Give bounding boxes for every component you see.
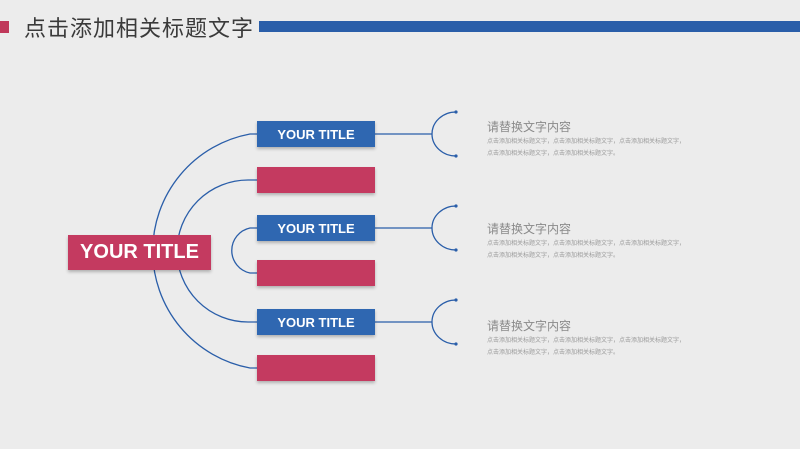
header-accent-square xyxy=(0,21,9,33)
main-title-box: YOUR TITLE xyxy=(68,235,211,270)
bracket-2 xyxy=(431,205,457,251)
bracket-3 xyxy=(431,299,457,345)
item-body-2: 点击添加相关标题文字，点击添加相关标题文字，点击添加相关标题文字，点击添加相关标… xyxy=(487,240,686,259)
branch-box-1: YOUR TITLE xyxy=(257,121,375,147)
item-title-2: 请替换文字内容 xyxy=(487,222,572,236)
item-body-3: 点击添加相关标题文字，点击添加相关标题文字，点击添加相关标题文字，点击添加相关标… xyxy=(487,337,686,356)
red-bar-2 xyxy=(257,260,375,286)
branch-box-3: YOUR TITLE xyxy=(257,309,375,335)
inner-arc xyxy=(231,227,257,274)
header-bar xyxy=(259,21,800,32)
page-title: 点击添加相关标题文字 xyxy=(24,17,255,42)
branch-box-2: YOUR TITLE xyxy=(257,215,375,241)
item-title-1: 请替换文字内容 xyxy=(487,120,572,134)
item-body-1: 点击添加相关标题文字，点击添加相关标题文字，点击添加相关标题文字，点击添加相关标… xyxy=(487,138,686,157)
red-bar-1 xyxy=(257,167,375,193)
item-title-3: 请替换文字内容 xyxy=(487,319,572,333)
bracket-1 xyxy=(431,111,457,157)
red-bar-3 xyxy=(257,355,375,381)
